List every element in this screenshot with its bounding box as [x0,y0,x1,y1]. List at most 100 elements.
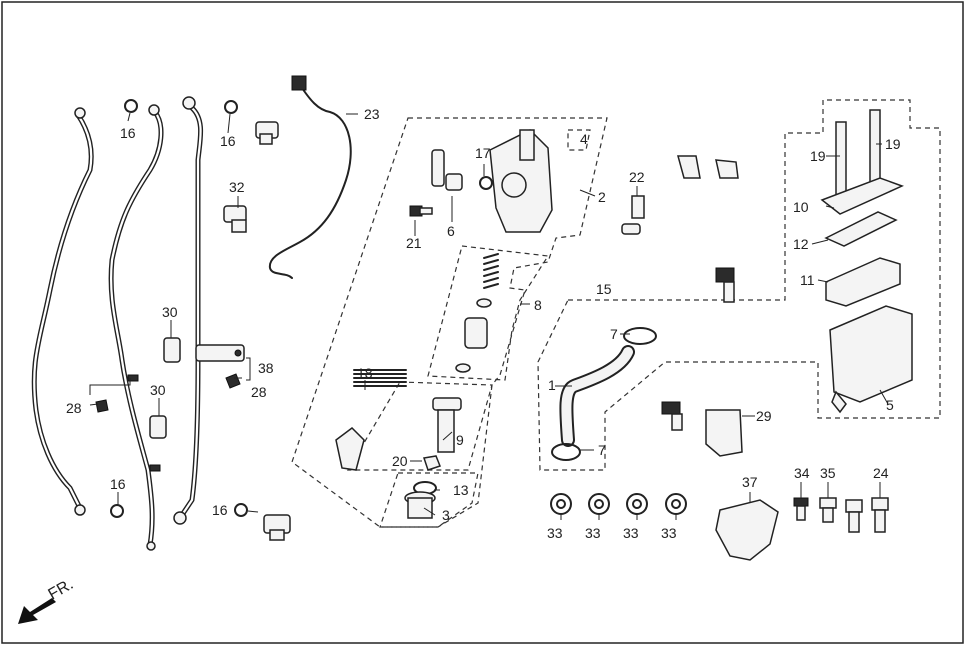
reservoir-cap-10 [820,177,904,215]
master-cylinder-group-outline [291,117,608,528]
o-ring-17 [479,176,493,190]
pushrod-group-outline [346,381,493,471]
brake-hose-right [173,96,204,525]
callout-6: 6 [447,223,455,239]
callout-33-a: 33 [547,525,563,541]
union-22 [621,195,645,235]
boot-3 [404,491,436,519]
callout-15: 15 [596,281,612,297]
callout-33-c: 33 [623,525,639,541]
leader-lines [89,112,889,520]
brake-switch-29 [661,401,743,457]
bolt-24 [871,497,889,533]
plate-12 [824,211,898,247]
washer-16-d [234,503,248,517]
callout-28-left: 28 [66,400,82,416]
grommet-lower [149,415,167,439]
callout-10: 10 [793,199,809,215]
washer-16-c [110,504,124,518]
hose-clip-7-upper [623,327,657,345]
callout-29: 29 [756,408,772,424]
callout-11: 11 [800,272,815,288]
callout-16-b: 16 [220,133,236,149]
clip-28-left [95,399,109,413]
banjo-bolt-32 [223,205,247,233]
bolt-19-left [835,121,847,203]
hose-clip-7-lower [551,443,581,461]
callout-28-right: 28 [251,384,267,400]
callout-19-left: 19 [810,148,826,164]
banjo-bolt-top [255,121,279,145]
front-direction-arrow [18,598,56,624]
callout-35: 35 [820,465,836,481]
callout-38: 38 [258,360,274,376]
reservoir-hose-1 [559,345,635,447]
callout-12: 12 [793,236,809,252]
callout-9: 9 [456,432,464,448]
callout-13: 13 [453,482,469,498]
bracket-hole [234,349,242,357]
clamp-top-a [677,155,701,179]
brake-switch-wire [268,75,352,279]
hose-bracket [195,344,245,362]
reservoir-5 [829,305,913,403]
callout-4: 4 [580,131,588,147]
callout-16-d: 16 [212,502,228,518]
callout-19-right: 19 [885,136,901,152]
grommet-upper [163,337,181,363]
washer-33-b-hole [594,499,604,509]
callout-21: 21 [406,235,422,251]
callout-7-lower: 7 [598,442,606,458]
callout-18: 18 [357,365,373,381]
callout-7-upper: 7 [610,326,618,342]
callout-30-upper: 30 [162,304,178,320]
boot-group-outline [379,472,479,528]
callout-16-c: 16 [110,476,126,492]
banjo-bolt-bottom [263,514,291,541]
piston-kit-outline [427,245,550,381]
callout-20: 20 [392,453,408,469]
callout-labels: 1 2 3 4 5 6 7 7 8 9 10 11 12 13 15 16 16… [46,106,901,603]
callout-17: 17 [475,145,491,161]
callout-33-b: 33 [585,525,601,541]
reservoir-bolt [715,267,735,303]
brake-pipe-left [31,107,94,516]
callout-33-d: 33 [661,525,677,541]
callout-4-box [567,129,591,151]
diaphragm-11 [825,257,901,307]
washer-33-c-hole [632,499,642,509]
pivot-bracket [335,427,365,471]
bolt-unlabeled [845,499,863,533]
clamp-top-b [715,159,739,179]
callout-24: 24 [873,465,889,481]
screw-21 [409,205,433,217]
spring-piston-kit [455,253,499,373]
bolt-35 [819,497,837,523]
reservoir-joint-6 [431,149,463,191]
clip-28-right [225,373,241,389]
callout-30-lower: 30 [150,382,166,398]
brake-pipe-middle [108,104,164,551]
washer-16-b [224,100,238,114]
callout-22: 22 [629,169,645,185]
line-clip-left [127,374,139,382]
pressure-switch-37 [715,499,779,561]
washer-33-a-hole [556,499,566,509]
washer-16-a [124,99,138,113]
pushrod-9 [432,397,462,453]
washer-33-d-hole [671,499,681,509]
nut-20 [423,455,441,471]
callout-2: 2 [598,189,606,205]
callout-32: 32 [229,179,245,195]
master-cylinder-body [489,129,553,233]
callout-1: 1 [548,377,556,393]
callout-3: 3 [442,507,450,523]
bolt-34 [793,497,809,521]
callout-37: 37 [742,474,758,490]
callout-34: 34 [794,465,810,481]
callout-5: 5 [886,397,894,413]
reservoir-outlet [831,390,847,414]
